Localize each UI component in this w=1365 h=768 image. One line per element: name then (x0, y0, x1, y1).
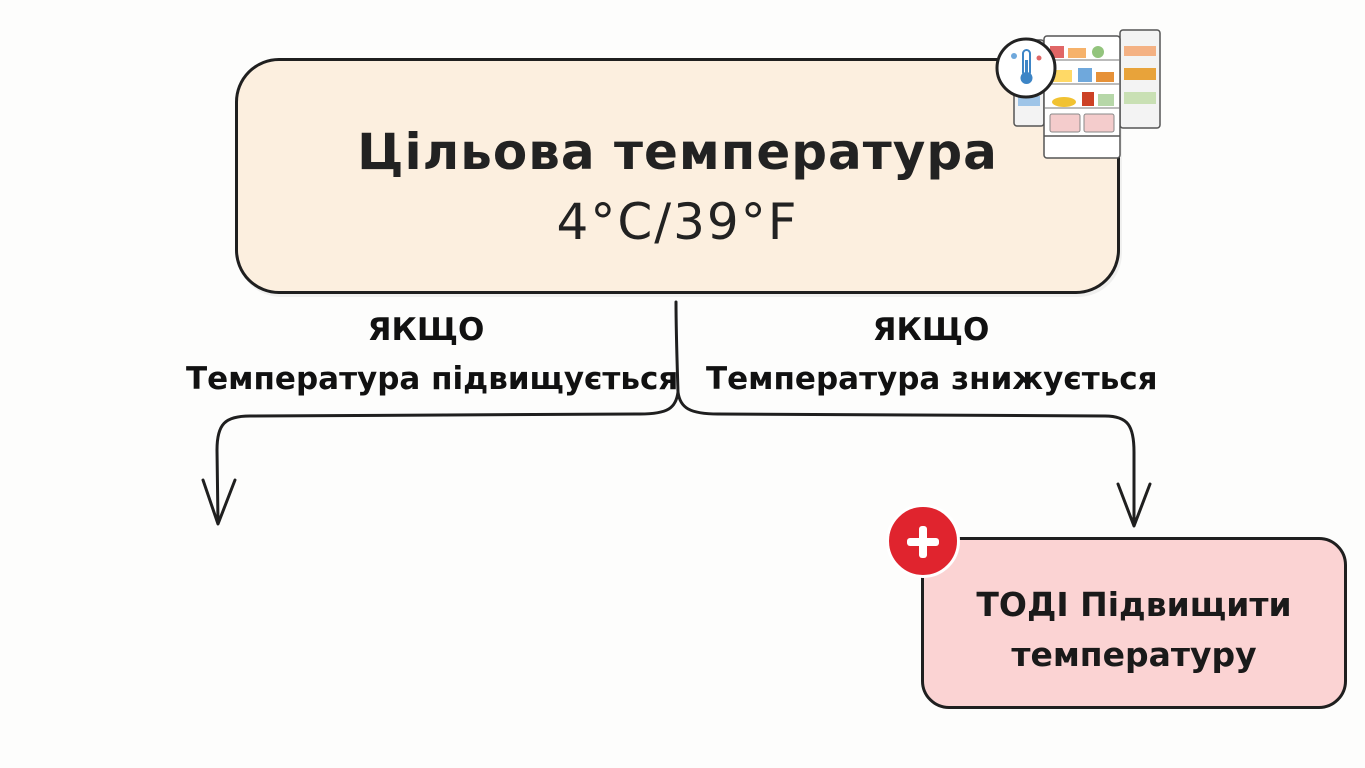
arrowhead-left (201, 478, 237, 526)
if-keyword-right: ЯКЩО (872, 312, 990, 348)
arrowhead-right (1116, 482, 1152, 528)
condition-rising-text: Температура підвищується (186, 361, 679, 397)
condition-falling-label: ЯКЩО Температура знижується (706, 310, 1158, 408)
if-keyword-left: ЯКЩО (367, 312, 485, 348)
action-text: ТОДІ Підвищити температуру (924, 580, 1344, 680)
target-title: Цільова температура (357, 123, 998, 181)
action-raise-temperature-box: ТОДІ Підвищити температуру (921, 537, 1347, 709)
condition-rising-label: ЯКЩО Температура підвищується (186, 310, 679, 408)
target-value: 4°C/39°F (556, 193, 799, 251)
target-temperature-box: Цільова температура 4°C/39°F (235, 58, 1120, 294)
action-line-1: ТОДІ Підвищити (976, 585, 1292, 624)
action-line-2: температуру (1011, 635, 1257, 674)
connector-trunk (674, 300, 680, 394)
condition-falling-text: Температура знижується (706, 361, 1158, 397)
connector-left-branch (215, 390, 680, 524)
plus-icon (886, 504, 960, 578)
fridge-with-thermometer-icon (995, 29, 1161, 159)
connector-right-branch (676, 390, 1136, 526)
